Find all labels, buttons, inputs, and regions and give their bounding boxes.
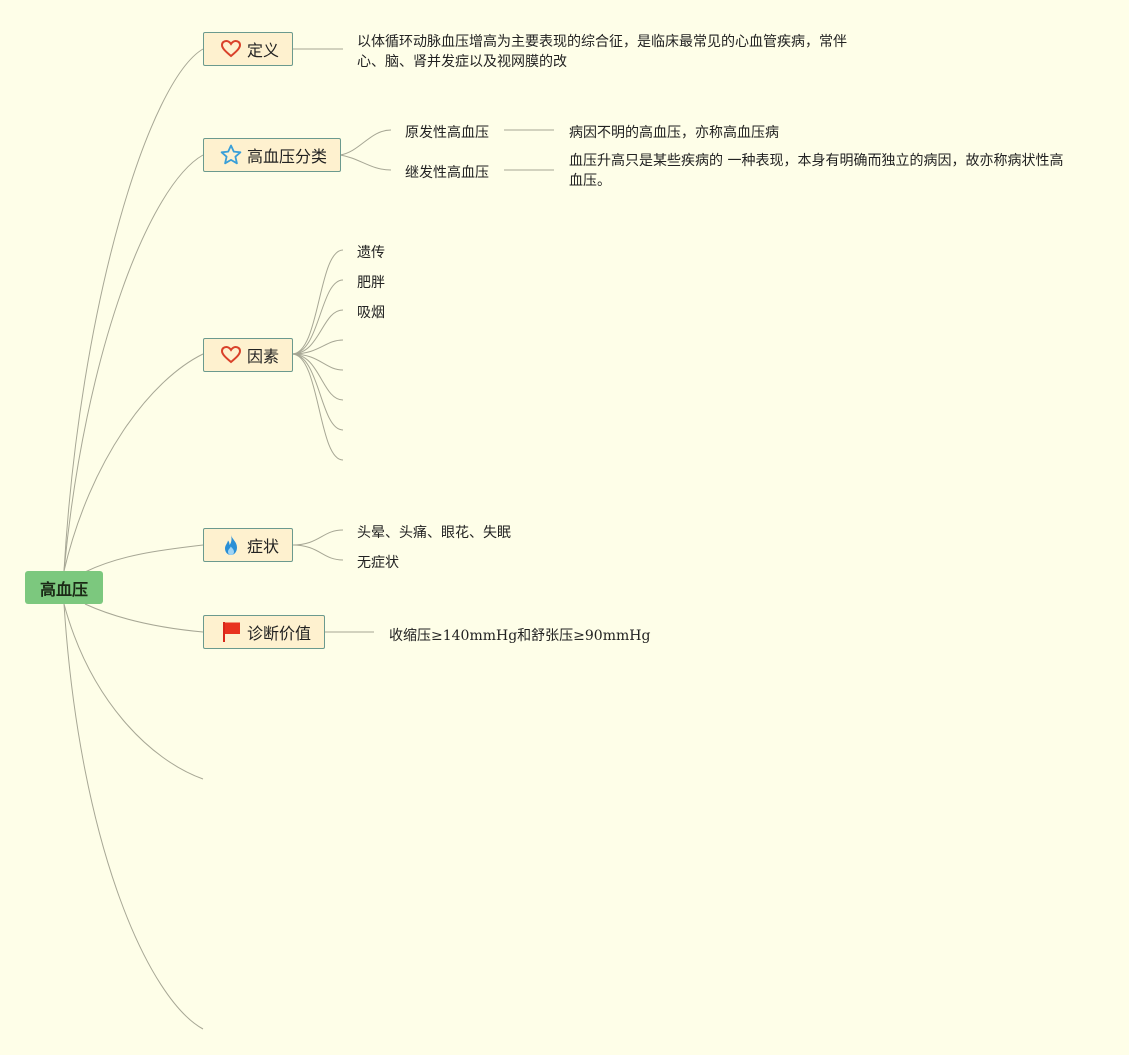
connector-root-classification (63, 154, 204, 572)
flag-icon (220, 621, 242, 643)
connector-root-empty-1 (63, 603, 204, 780)
heart-icon (220, 38, 242, 60)
factor-smoking[interactable]: 吸烟 (357, 305, 385, 321)
topic-factors-label: 因素 (247, 347, 280, 366)
factor-genetics[interactable]: 遗传 (357, 245, 385, 261)
topic-symptoms-label: 症状 (247, 537, 280, 556)
connector-root-empty-2 (63, 603, 204, 1030)
classification-secondary[interactable]: 继发性高血压 (405, 165, 489, 181)
topic-definition[interactable]: 定义 (203, 32, 293, 66)
topic-diagnosis-label: 诊断价值 (247, 624, 312, 643)
connector-root-diagnosis (84, 603, 204, 633)
flame-icon (220, 534, 242, 556)
root-node[interactable]: 高血压 (25, 571, 103, 604)
topic-definition-label: 定义 (247, 41, 280, 60)
star-icon (220, 144, 242, 166)
classification-secondary-desc: 血压升高只是某些疾病的 一种表现，本身有明确而独立的病因，故亦称病状性高血压。 (569, 153, 1064, 189)
symptom-none[interactable]: 无症状 (357, 555, 399, 571)
connector-root-definition (63, 48, 204, 572)
topic-diagnosis[interactable]: 诊断价值 (203, 615, 325, 649)
connector-secondary (339, 154, 392, 171)
topic-classification[interactable]: 高血压分类 (203, 138, 341, 172)
symptom-dizziness[interactable]: 头晕、头痛、眼花、失眠 (357, 525, 511, 541)
factor-obesity[interactable]: 肥胖 (357, 275, 385, 291)
root-label: 高血压 (39, 579, 88, 599)
topic-factors[interactable]: 因素 (203, 338, 293, 372)
topic-symptoms[interactable]: 症状 (203, 528, 293, 562)
topic-classification-label: 高血压分类 (247, 147, 328, 166)
classification-primary[interactable]: 原发性高血压 (405, 125, 489, 141)
classification-primary-desc: 病因不明的高血压，亦称高血压病 (569, 125, 779, 141)
definition-text: 以体循环动脉血压增高为主要表现的综合征，是临床最常见的心血管疾病，常伴心、脑、肾… (357, 34, 847, 70)
diagnosis-criteria: 收缩压≥140mmHg和舒张压≥90mmHg (389, 628, 651, 644)
heart-icon (220, 344, 242, 366)
connector-root-factors (63, 353, 204, 572)
connector-primary (339, 129, 392, 156)
connector-root-symptoms (84, 544, 204, 573)
